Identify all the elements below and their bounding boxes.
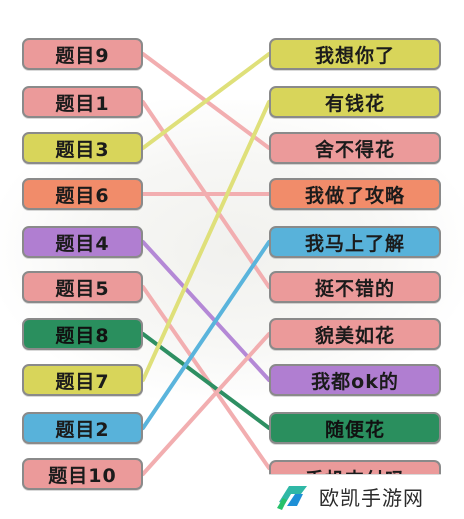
left-item-7[interactable]: 题目8	[22, 318, 143, 350]
right-item-10[interactable]: 手机支付吗	[269, 460, 441, 474]
okhand-logo-icon	[277, 486, 307, 510]
right-item-6[interactable]: 挺不错的	[269, 271, 441, 303]
left-item-label: 题目7	[55, 370, 110, 393]
left-item-1[interactable]: 题目9	[22, 38, 143, 70]
left-item-3[interactable]: 题目3	[22, 132, 143, 164]
left-item-9[interactable]: 题目2	[22, 412, 143, 444]
right-item-7[interactable]: 貌美如花	[269, 318, 441, 350]
connection-line-10	[141, 332, 271, 476]
left-item-label: 题目6	[55, 184, 110, 207]
left-item-4[interactable]: 题目6	[22, 178, 143, 210]
left-item-8[interactable]: 题目7	[22, 364, 143, 396]
right-item-label: 有钱花	[324, 92, 385, 115]
right-item-label: 舍不得花	[314, 138, 395, 161]
right-item-label: 我想你了	[314, 44, 395, 67]
left-item-label: 题目1	[55, 92, 110, 115]
right-item-1[interactable]: 我想你了	[269, 38, 441, 70]
right-item-9[interactable]: 随便花	[269, 412, 441, 444]
right-item-label: 我马上了解	[304, 232, 405, 255]
left-item-6[interactable]: 题目5	[22, 271, 143, 303]
right-item-2[interactable]: 有钱花	[269, 86, 441, 118]
left-item-label: 题目2	[55, 418, 110, 441]
connection-line-7	[141, 332, 271, 430]
right-item-label: 随便花	[324, 418, 385, 441]
left-item-5[interactable]: 题目4	[22, 226, 143, 258]
connection-line-3	[141, 52, 271, 150]
watermark: 欧凯手游网	[273, 478, 464, 514]
watermark-text: 欧凯手游网	[319, 485, 424, 510]
right-item-label: 挺不错的	[314, 277, 395, 300]
connection-line-9	[141, 240, 271, 430]
left-item-label: 题目10	[48, 464, 117, 487]
left-item-10[interactable]: 题目10	[22, 458, 143, 490]
right-item-label: 貌美如花	[314, 324, 395, 347]
right-item-label: 我做了攻略	[304, 184, 405, 207]
right-item-3[interactable]: 舍不得花	[269, 132, 441, 164]
left-item-label: 题目8	[55, 324, 110, 347]
right-item-4[interactable]: 我做了攻略	[269, 178, 441, 210]
left-item-label: 题目3	[55, 138, 110, 161]
connection-line-6	[141, 285, 271, 470]
left-item-label: 题目9	[55, 44, 110, 67]
left-item-label: 题目5	[55, 277, 110, 300]
left-item-2[interactable]: 题目1	[22, 86, 143, 118]
connection-line-8	[141, 100, 271, 382]
right-item-label: 手机支付吗	[305, 465, 405, 474]
right-item-label: 我都ok的	[311, 370, 399, 393]
left-item-label: 题目4	[55, 232, 110, 255]
right-item-8[interactable]: 我都ok的	[269, 364, 441, 396]
right-item-5[interactable]: 我马上了解	[269, 226, 441, 258]
